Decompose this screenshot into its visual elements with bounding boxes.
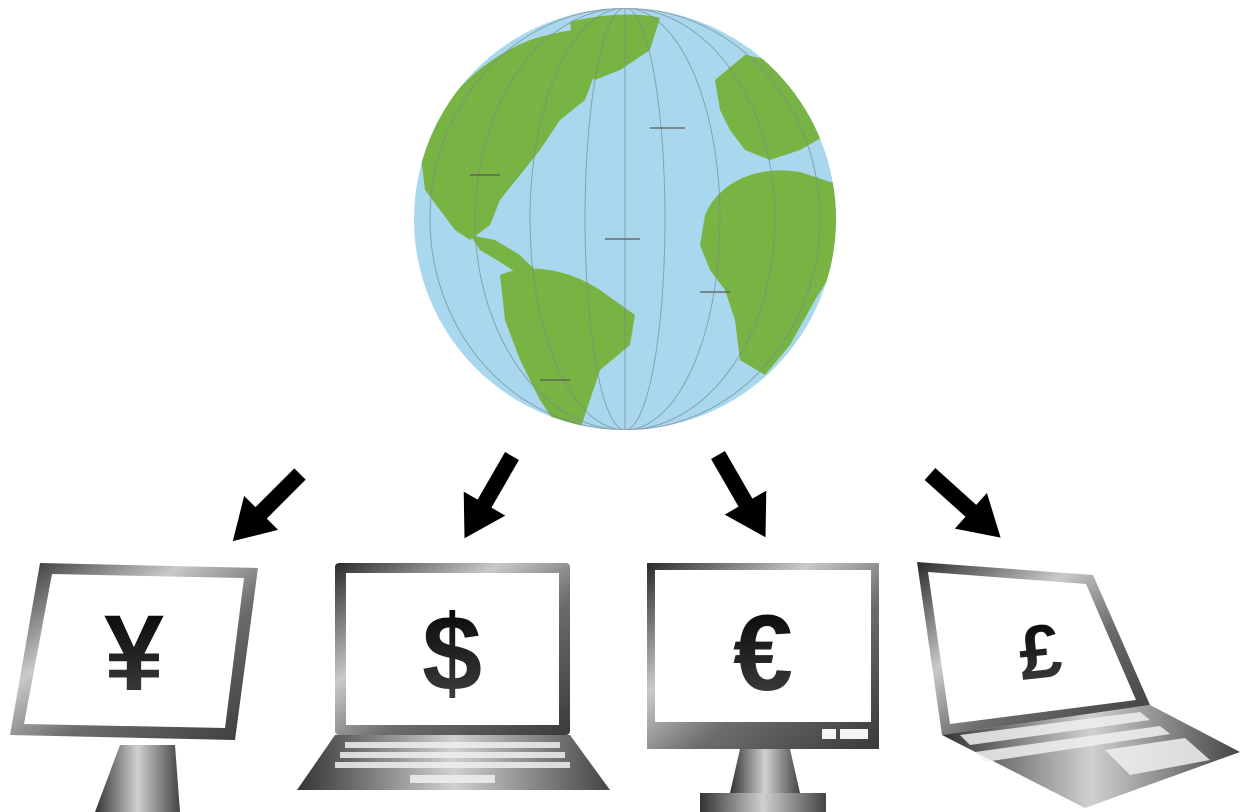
arrow-down-left-icon xyxy=(463,452,519,539)
monitor-icon: ¥ xyxy=(10,563,258,812)
monitor-icon: € xyxy=(647,563,879,812)
yen-icon: ¥ xyxy=(104,592,164,713)
arrow-down-right-icon xyxy=(711,451,767,538)
dollar-icon: $ xyxy=(422,592,482,713)
arrow-down-left-icon xyxy=(232,468,306,542)
globe-icon xyxy=(414,8,836,430)
pound-icon: £ xyxy=(1015,608,1066,697)
arrows xyxy=(232,451,1001,542)
laptop-icon: £ xyxy=(917,562,1240,808)
euro-icon: € xyxy=(733,592,793,713)
laptop-icon: $ xyxy=(297,563,610,790)
arrow-down-right-icon xyxy=(924,468,1001,538)
